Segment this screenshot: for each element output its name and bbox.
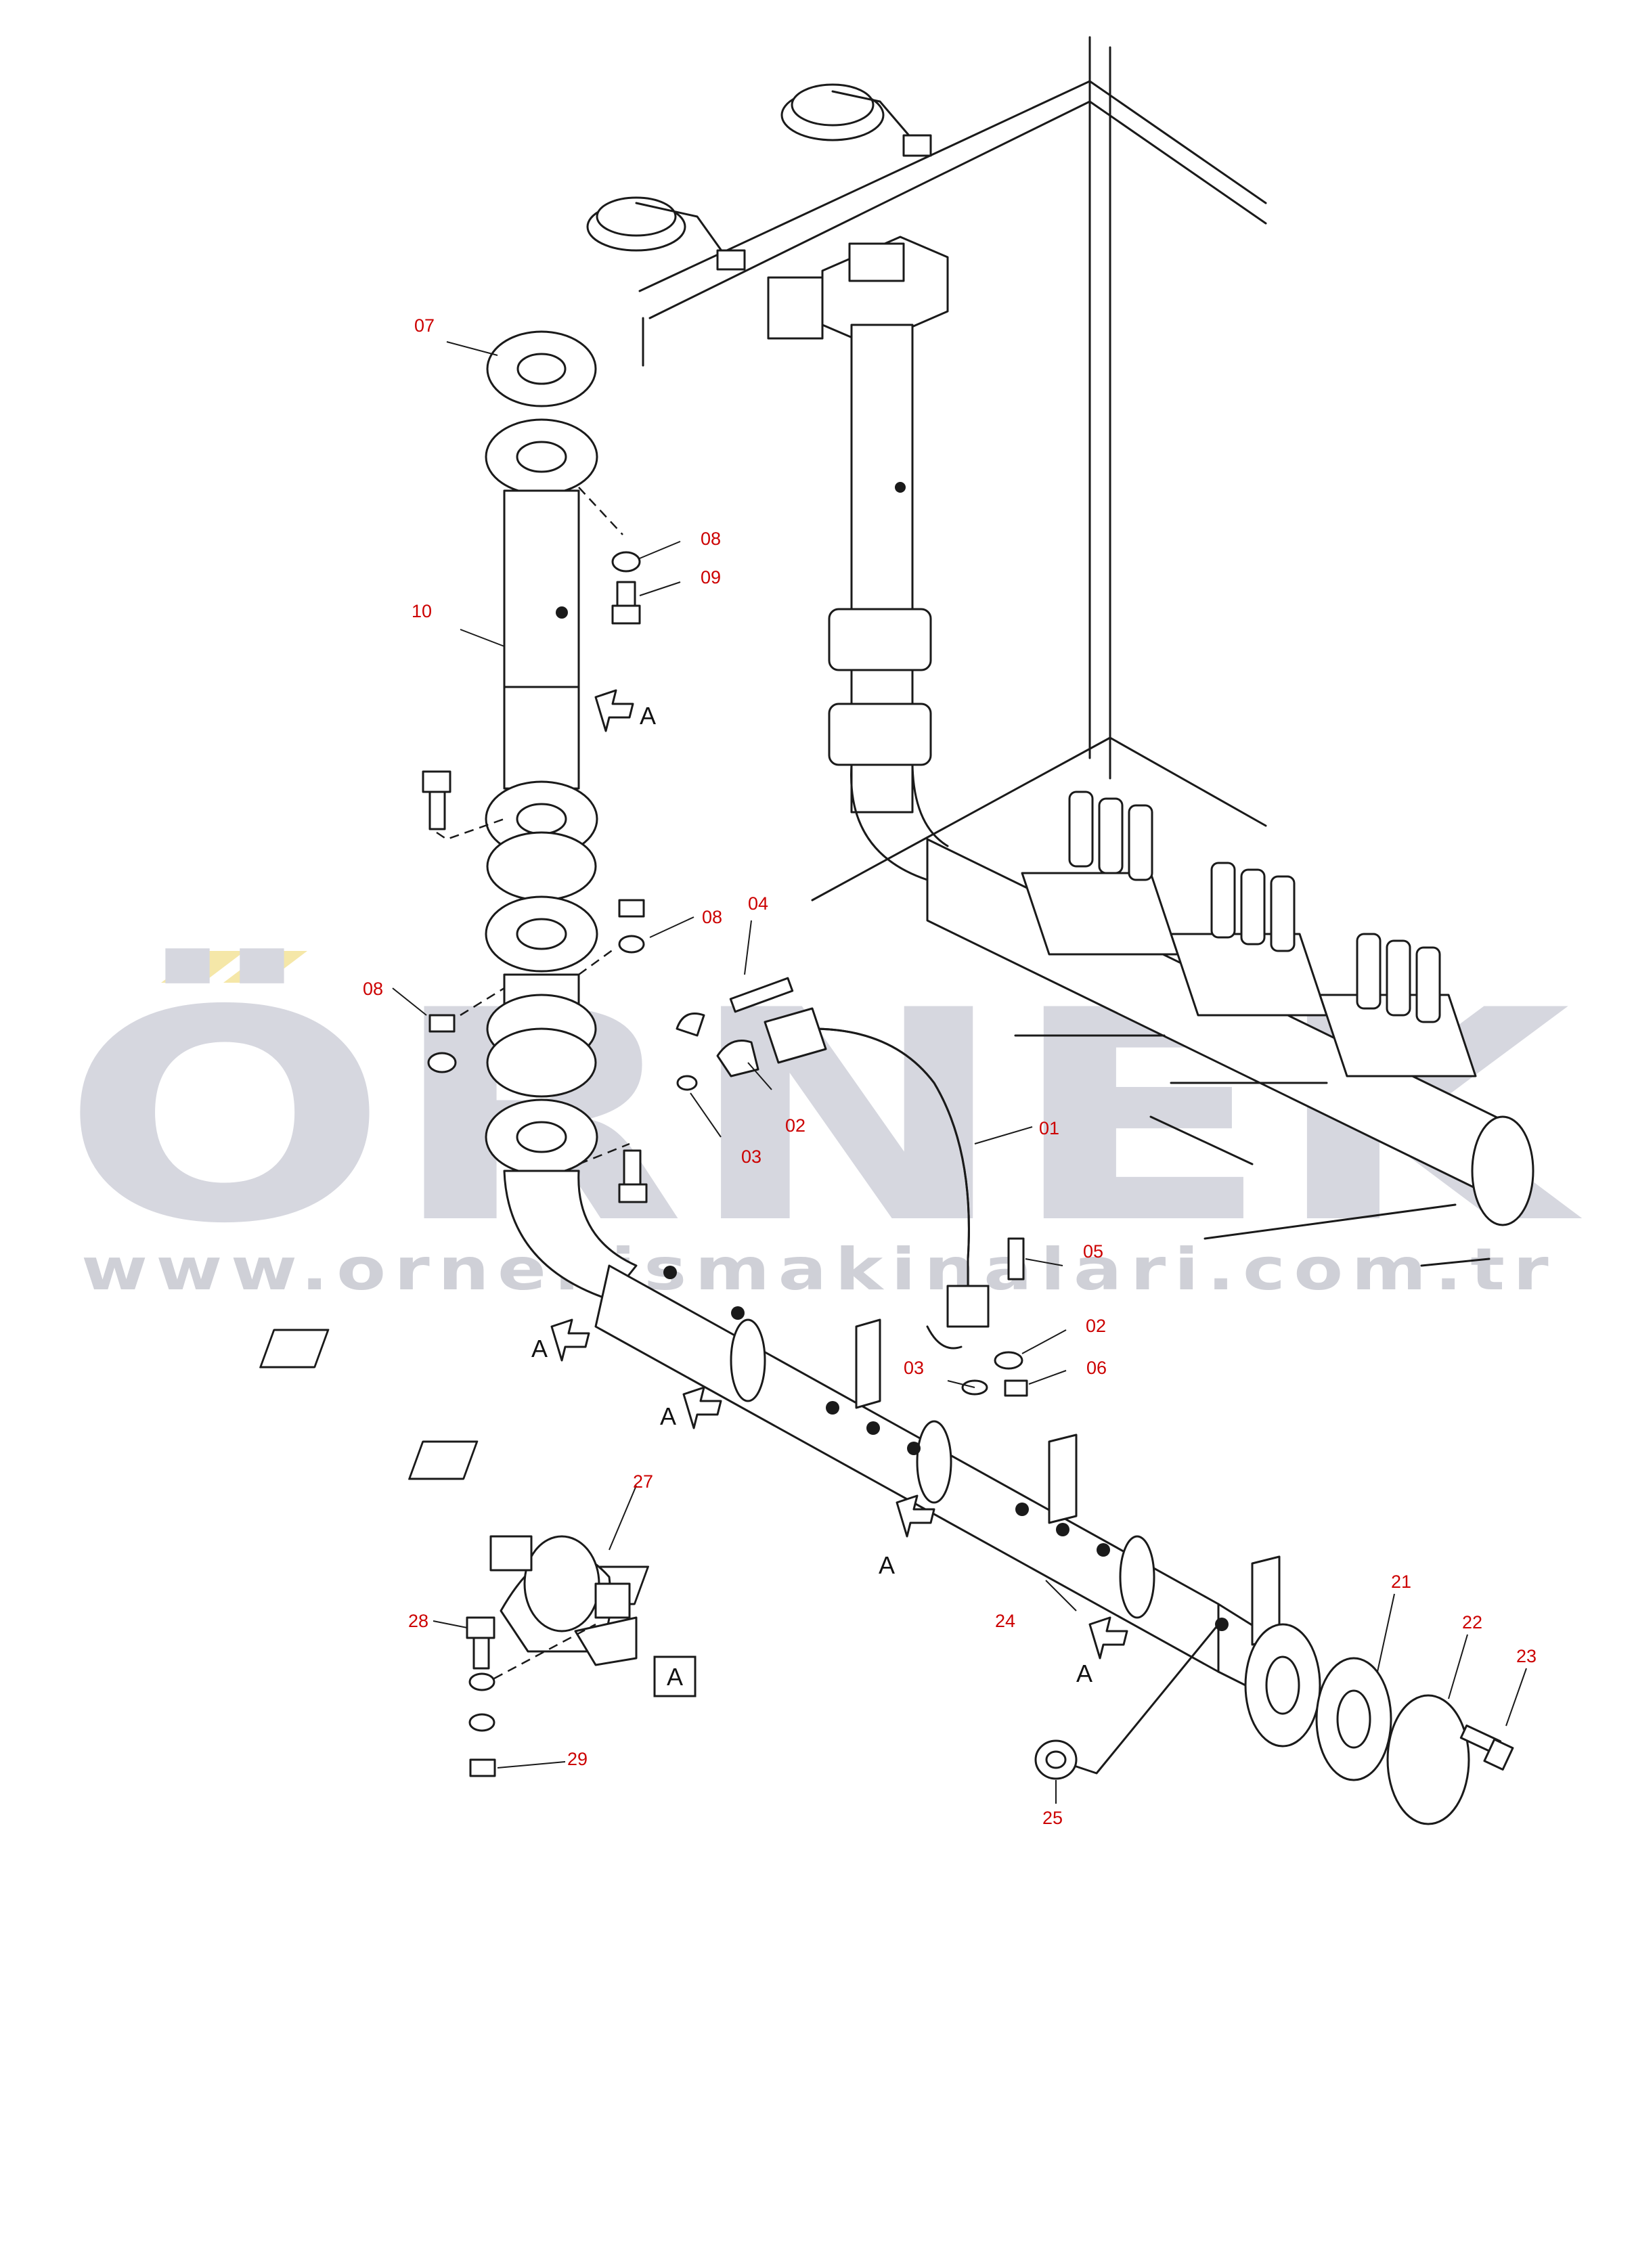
callout-10: 10	[412, 601, 432, 621]
callout-08-right: 08	[702, 907, 722, 927]
callout-04: 04	[748, 893, 768, 914]
callout-23: 23	[1516, 1646, 1537, 1666]
bolt-05	[1007, 1237, 1025, 1281]
vent-left	[586, 196, 746, 271]
section-marker: A	[531, 1318, 590, 1362]
bolt-28	[466, 1616, 495, 1639]
callout-labels: 07 08 09 10 08 08 04 02 03 01 05 02 03 0…	[363, 315, 1537, 1828]
washer-03	[676, 1075, 698, 1091]
pipe-pad-1	[259, 1329, 330, 1369]
fasteners-left	[422, 487, 648, 1203]
section-marker-label: A	[640, 702, 656, 730]
engine-manifold	[926, 791, 1534, 1267]
watermark-url: www.ornekismakinalari.com.tr	[81, 1236, 1557, 1304]
section-marker-label: A	[660, 1402, 676, 1430]
nut-06	[1004, 1379, 1028, 1397]
callout-27: 27	[633, 1471, 653, 1492]
section-markers: A A A A A	[531, 689, 1128, 1687]
callout-06: 06	[1086, 1358, 1107, 1378]
callout-24: 24	[995, 1611, 1015, 1631]
leader-lines	[392, 341, 1527, 1804]
callout-02-upper: 02	[785, 1115, 805, 1136]
nut-08	[428, 1014, 456, 1033]
callout-07: 07	[414, 315, 435, 336]
section-marker-label: A	[531, 1335, 548, 1362]
callout-21: 21	[1391, 1572, 1411, 1592]
view-box-a: A	[653, 1655, 697, 1697]
callout-09: 09	[701, 567, 721, 587]
callout-28: 28	[408, 1611, 428, 1631]
clamp-02b	[994, 1351, 1023, 1370]
nut-29	[469, 1758, 496, 1777]
callout-22: 22	[1462, 1612, 1482, 1632]
section-marker-label: A	[1076, 1660, 1092, 1687]
plug-25	[1034, 1623, 1220, 1780]
callout-01: 01	[1039, 1118, 1059, 1138]
riser-pipe-right	[767, 236, 949, 881]
callout-03-upper: 03	[741, 1147, 761, 1167]
clamp-02	[716, 1040, 759, 1077]
blind-flange-22	[1386, 1694, 1470, 1825]
callout-08-upper: 08	[701, 529, 721, 549]
frame-structure	[638, 36, 1267, 902]
view-box-label: A	[667, 1663, 683, 1691]
bolt-04	[729, 977, 794, 1013]
clamp-assembly	[466, 1535, 638, 1777]
callout-29: 29	[567, 1749, 588, 1769]
callout-08-left: 08	[363, 979, 383, 999]
vent-right	[780, 83, 932, 157]
callout-05: 05	[1083, 1241, 1103, 1262]
watermark-umlaut-dots	[161, 951, 245, 983]
hose-fittings	[676, 977, 1028, 1397]
flexible-hose	[764, 1007, 990, 1350]
section-marker: A	[1076, 1616, 1128, 1687]
callout-02-lower: 02	[1086, 1316, 1106, 1336]
section-marker-label: A	[879, 1551, 895, 1579]
bolt-left	[422, 770, 451, 793]
callout-03-lower: 03	[904, 1358, 924, 1378]
section-marker: A	[594, 689, 656, 732]
washer-08	[611, 551, 641, 573]
callout-25: 25	[1042, 1808, 1063, 1828]
section-marker: A	[660, 1386, 722, 1430]
end-flanges	[1244, 1623, 1514, 1825]
pipe-pad-2	[408, 1440, 479, 1480]
section-marker: A	[879, 1494, 935, 1579]
